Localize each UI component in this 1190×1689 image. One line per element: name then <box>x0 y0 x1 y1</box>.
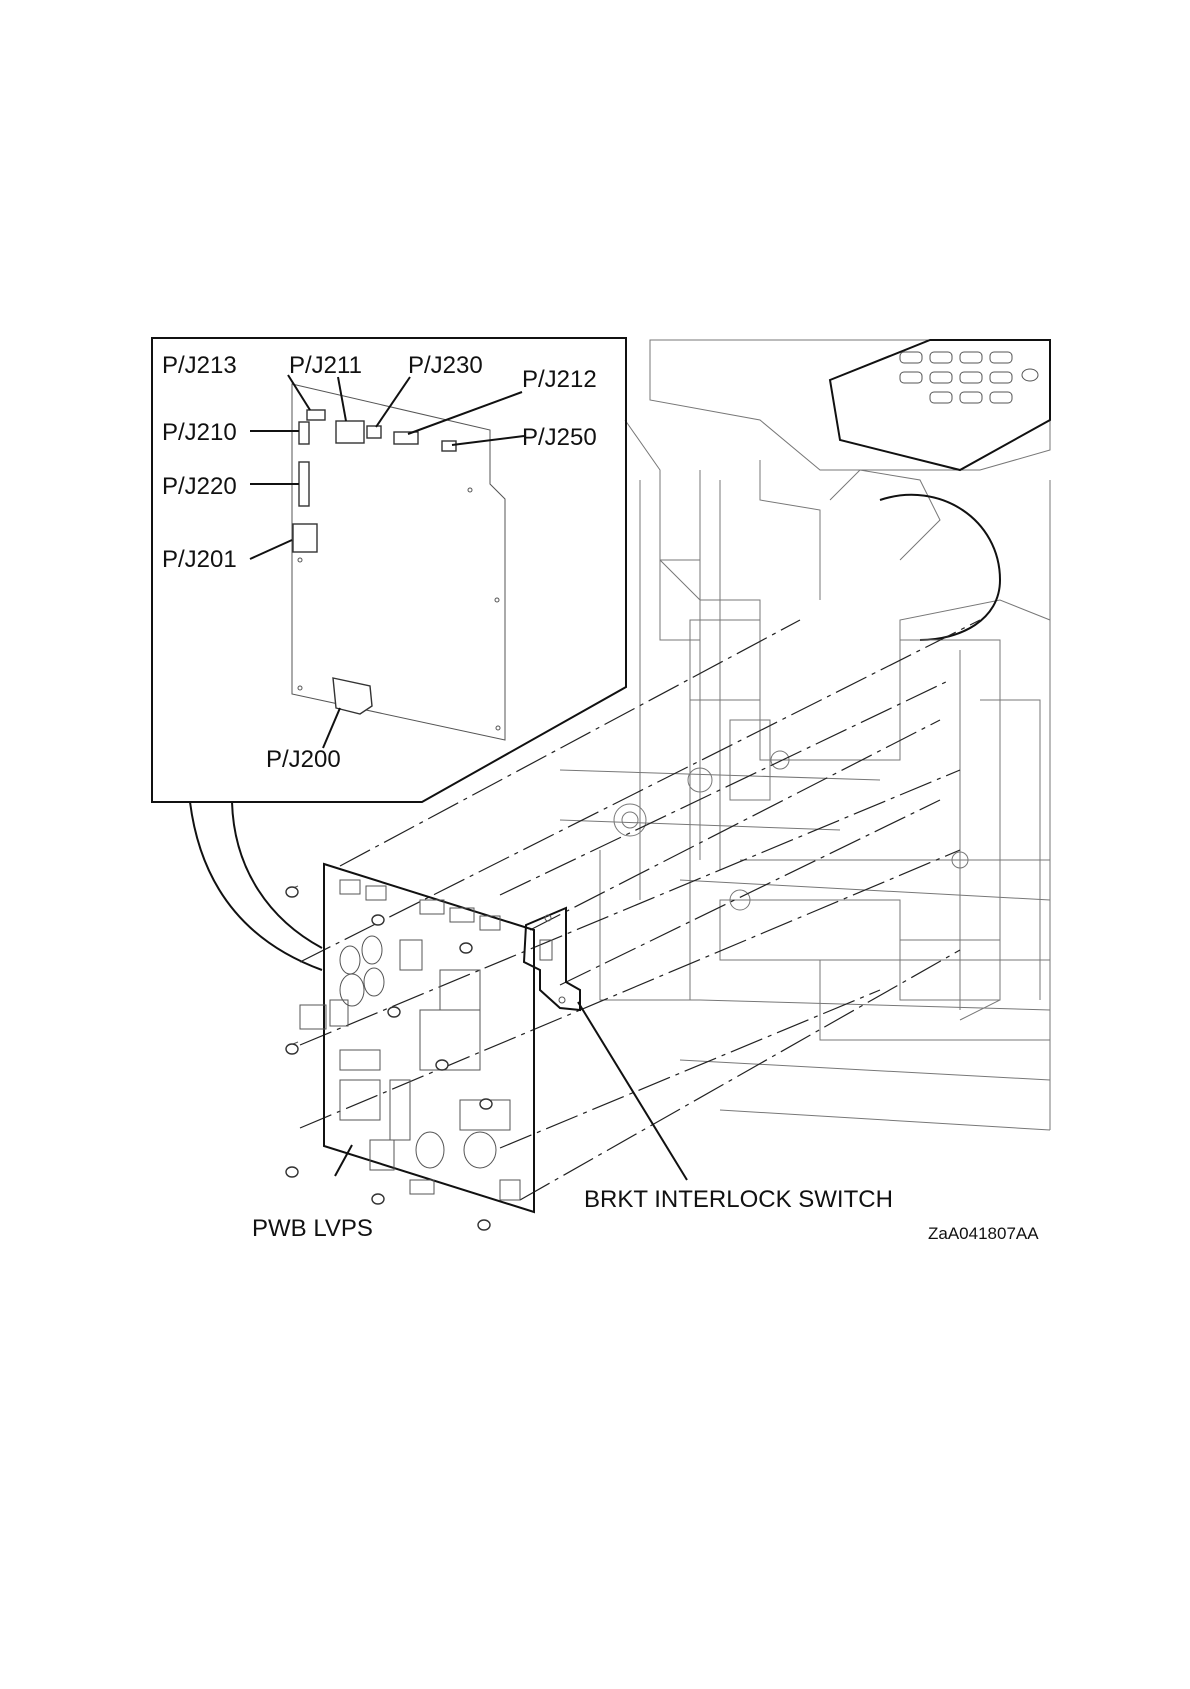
connector-pj210 <box>299 422 309 444</box>
label-pj213: P/J213 <box>162 352 237 379</box>
screw-icon <box>480 1099 492 1109</box>
screws <box>286 886 492 1230</box>
figure-reference-code: ZaA041807AA <box>928 1224 1039 1243</box>
printer-frame-illustration <box>560 340 1050 1130</box>
label-pj250: P/J250 <box>522 424 597 451</box>
connector-pj212 <box>394 432 418 444</box>
screw-icon <box>436 1060 448 1070</box>
connector-pj211 <box>336 421 364 443</box>
label-pj212: P/J212 <box>522 366 597 393</box>
brkt-interlock-leader <box>578 1002 687 1180</box>
label-brkt-interlock-switch: BRKT INTERLOCK SWITCH <box>584 1186 893 1213</box>
label-pj200: P/J200 <box>266 746 341 773</box>
connector-pj213 <box>307 410 325 420</box>
label-pj201: P/J201 <box>162 546 237 573</box>
connector-inset-panel: P/J213 P/J211 P/J230 P/J212 P/J210 P/J25… <box>152 338 626 802</box>
label-pj220: P/J220 <box>162 473 237 500</box>
label-pj210: P/J210 <box>162 419 237 446</box>
screw-icon <box>478 1220 490 1230</box>
label-pj211: P/J211 <box>289 352 362 379</box>
screw-icon <box>388 1007 400 1017</box>
connector-pj250 <box>442 441 456 451</box>
connector-pj220 <box>299 462 309 506</box>
screw-icon <box>286 1167 298 1177</box>
connector-pj230 <box>367 426 381 438</box>
pwb-lvps-board <box>300 864 534 1212</box>
screw-icon <box>460 943 472 953</box>
brkt-interlock-switch <box>524 908 580 1010</box>
screw-icon <box>286 886 298 897</box>
label-pj230: P/J230 <box>408 352 483 379</box>
screw-icon <box>372 1194 384 1204</box>
screw-icon <box>372 915 384 925</box>
connector-pj201 <box>293 524 317 552</box>
label-pwb-lvps: PWB LVPS <box>252 1215 373 1242</box>
zoom-pointer-curve <box>232 802 322 948</box>
screw-icon <box>286 1042 298 1054</box>
